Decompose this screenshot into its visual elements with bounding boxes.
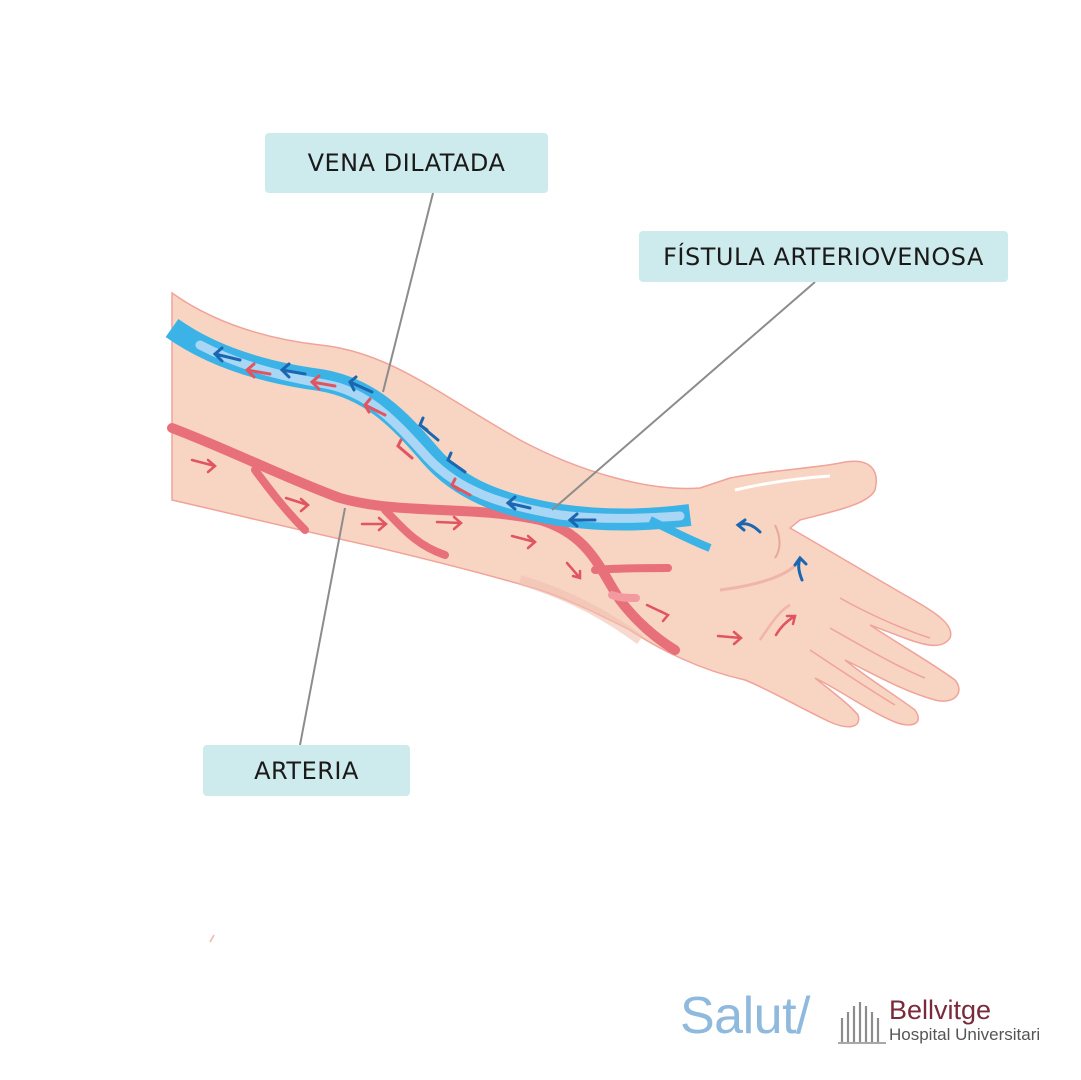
wrist-crease <box>774 524 781 559</box>
label-arteria-text: ARTERIA <box>254 756 359 785</box>
vein-flow-arrows <box>212 346 808 582</box>
finger-line-1 <box>839 597 931 639</box>
salut-logo-text: Salut/ <box>680 987 810 1045</box>
artery-branch-3 <box>591 564 672 574</box>
thumb-highlight <box>734 474 831 492</box>
label-fistula-text: FÍSTULA ARTERIOVENOSA <box>663 242 984 271</box>
label-fistula-arteriovenosa: FÍSTULA ARTERIOVENOSA <box>639 231 1008 282</box>
artery-branch-2 <box>381 506 449 559</box>
vein-lumen <box>195 340 685 523</box>
label-vena-dilatada: VENA DILATADA <box>265 133 548 193</box>
hospital-subtitle: Hospital Universitari <box>889 1025 1041 1044</box>
label-vena-text: VENA DILATADA <box>307 149 506 177</box>
leader-line-fistula <box>551 281 816 511</box>
artery-flow-arrows <box>190 458 797 646</box>
vein-red-arrows <box>244 362 472 497</box>
vein-branch-distal <box>648 516 712 552</box>
bellvitge-building-icon <box>838 1002 886 1044</box>
leader-line-vena <box>382 192 434 393</box>
artery-branch-1 <box>251 466 309 534</box>
finger-line-3 <box>809 649 896 706</box>
hospital-name: Bellvitge <box>889 995 992 1025</box>
forearm-shadow <box>518 575 643 645</box>
palm-crease-2 <box>758 603 791 641</box>
leader-line-arteria <box>299 507 346 746</box>
stray-mark <box>209 934 215 943</box>
label-arteria: ARTERIA <box>203 745 410 796</box>
artery-branch-4 <box>608 591 640 602</box>
finger-line-2 <box>829 627 926 679</box>
artery-vessel <box>167 423 680 655</box>
